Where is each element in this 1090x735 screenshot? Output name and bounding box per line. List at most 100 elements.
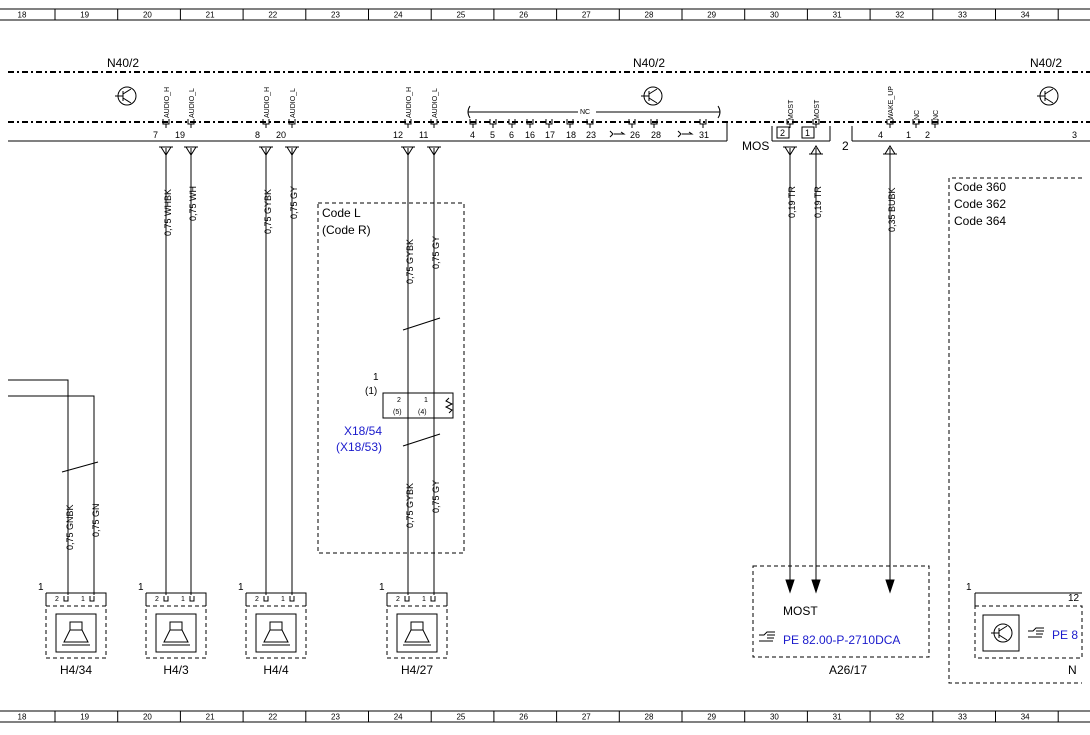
- svg-text:1: 1: [379, 582, 385, 593]
- ruler-label: 28: [645, 11, 654, 20]
- svg-text:2: 2: [155, 596, 159, 603]
- module-label-center: N40/2: [633, 56, 665, 70]
- svg-text:1: 1: [81, 596, 85, 603]
- wire-label: 0,75 GYBK: [405, 483, 415, 528]
- svg-text:16: 16: [525, 130, 535, 140]
- svg-text:12: 12: [1068, 593, 1080, 604]
- pin-label-nc: NC: [933, 110, 940, 120]
- ruler-label: 31: [833, 11, 842, 20]
- pin-label-nc: NC: [914, 110, 921, 120]
- pin-number: 8: [255, 130, 260, 140]
- pin-label-most: MOST: [788, 99, 795, 120]
- speaker-label: H4/4: [263, 663, 289, 677]
- svg-text:1: 1: [424, 397, 428, 404]
- pin-number: 1: [805, 128, 810, 138]
- wire-label: 0,75 GN: [91, 503, 101, 537]
- pin-number: 4: [878, 130, 883, 140]
- pin-label-audio-h: AUDIO_H: [406, 87, 413, 118]
- ruler-label: 22: [268, 713, 277, 722]
- ruler-label: 33: [958, 713, 967, 722]
- ruler-label: 31: [833, 713, 842, 722]
- ruler-label: 24: [394, 11, 403, 20]
- svg-text:2: 2: [397, 397, 401, 404]
- svg-text:N: N: [1068, 663, 1077, 677]
- speaker-icon: [62, 621, 90, 646]
- pin-number: 7: [153, 130, 158, 140]
- svg-text:31: 31: [699, 130, 709, 140]
- transistor-icon: [1037, 86, 1059, 106]
- speaker-icon: [262, 621, 290, 646]
- wire-label: 0,75 GY: [431, 236, 441, 269]
- svg-text:2: 2: [396, 596, 400, 603]
- ruler-label: 23: [331, 11, 340, 20]
- ruler-label: 29: [707, 713, 716, 722]
- svg-text:1: 1: [181, 596, 185, 603]
- svg-text:(5): (5): [393, 409, 402, 416]
- wire-label: 0,75 WH: [188, 186, 198, 221]
- transistor-icon: [991, 623, 1013, 643]
- wire-label: 0,19 TR: [787, 186, 797, 218]
- code-r-label: (Code R): [322, 223, 371, 237]
- svg-text:1: 1: [238, 582, 244, 593]
- code-360-box: [948, 177, 1082, 684]
- pointing-hand-icon: [1028, 627, 1044, 638]
- mos-label: MOS: [742, 139, 769, 153]
- ruler-label: 32: [895, 713, 904, 722]
- speaker-icon: [162, 621, 190, 646]
- mos-number: 2: [842, 139, 849, 153]
- wire-arrows: [159, 145, 897, 594]
- ruler-label: 23: [331, 713, 340, 722]
- ruler-label: 27: [582, 713, 591, 722]
- svg-text:(4): (4): [418, 409, 427, 416]
- ruler-label: 25: [456, 11, 465, 20]
- ruler-label: 19: [80, 713, 89, 722]
- pin-label-audio-l: AUDIO_L: [290, 88, 297, 118]
- pin-box: [776, 126, 790, 139]
- wire-label: 0,75 GY: [431, 480, 441, 513]
- speaker-label: H4/34: [60, 663, 92, 677]
- ruler-label: 29: [707, 11, 716, 20]
- svg-text:(1): (1): [365, 386, 377, 397]
- svg-text:1: 1: [373, 372, 379, 383]
- module-label-left: N40/2: [107, 56, 139, 70]
- wire-label: 0,75 GNBK: [65, 504, 75, 550]
- nc-label: NC: [580, 109, 590, 116]
- connector-name-alt: (X18/53): [336, 440, 382, 454]
- ruler-label: 33: [958, 11, 967, 20]
- svg-text:1: 1: [38, 582, 44, 593]
- svg-text:1: 1: [966, 582, 972, 593]
- connector-x18-54: 1 (1) 2 1 (5) (4) X18/54 (X18/53): [336, 372, 454, 454]
- pin-number: 11: [419, 130, 428, 140]
- right-module: 1 12 PE 8 N: [966, 582, 1083, 677]
- ruler-label: 30: [770, 11, 779, 20]
- pin-label-audio-h: AUDIO_H: [164, 87, 171, 118]
- code-label: Code 364: [954, 214, 1006, 228]
- pin-label-audio-h: AUDIO_H: [264, 87, 271, 118]
- wire-label: 0,75 GY: [289, 186, 299, 219]
- pin-box: [801, 126, 815, 139]
- wire-label: 0,75 GYBK: [263, 189, 273, 234]
- ruler-label: 32: [895, 11, 904, 20]
- most-label: MOST: [783, 604, 818, 618]
- ruler-label: 24: [394, 713, 403, 722]
- code-label: Code 362: [954, 197, 1006, 211]
- ruler-label: 26: [519, 11, 528, 20]
- wire-label: 0,75 WHBK: [163, 189, 173, 236]
- code-l-label: Code L: [322, 206, 361, 220]
- pin-number: 2: [780, 128, 785, 138]
- ruler-label: 19: [80, 11, 89, 20]
- a26-17-label: A26/17: [829, 663, 867, 677]
- pe-reference-link[interactable]: PE 82.00-P-2710DCA: [783, 633, 900, 647]
- code-label: Code 360: [954, 180, 1006, 194]
- pin-label-most: MOST: [814, 99, 821, 120]
- pin-number: 3: [1072, 130, 1077, 140]
- wire-label: 0,19 TR: [813, 186, 823, 218]
- ruler-label: 20: [143, 713, 152, 722]
- ruler-label: 18: [18, 11, 27, 20]
- pe-reference-link[interactable]: PE 8: [1052, 628, 1078, 642]
